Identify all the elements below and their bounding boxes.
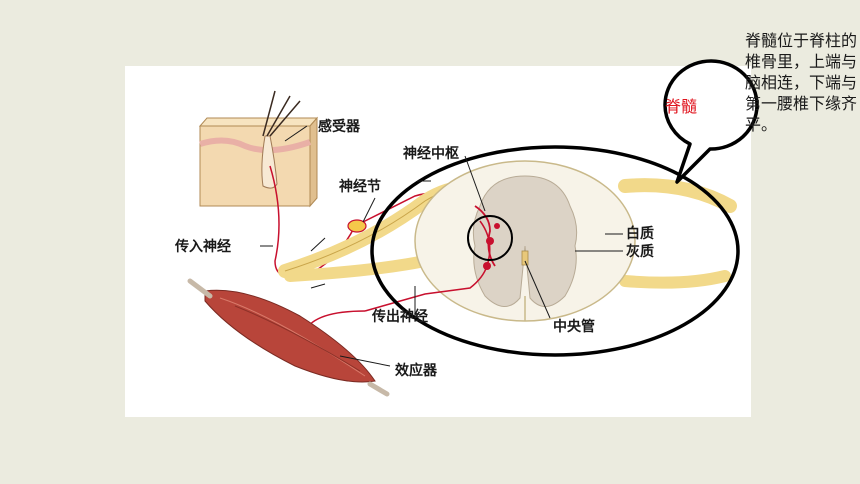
spinal-cord-description: 脊髓位于脊柱的椎骨里，上端与脑相连，下端与第一腰椎下缘齐平。	[745, 31, 858, 134]
reflex-arc-diagram: 感受器 神经中枢 神经节 传入神经 传出神经 白质 灰质 中央管 效应器	[174, 90, 740, 397]
spinal-cord-cross-section	[364, 160, 636, 322]
label-efferent-nerve: 传出神经	[371, 308, 428, 325]
label-ganglion: 神经节	[339, 178, 381, 195]
label-nerve-center: 神经中枢	[403, 145, 459, 162]
callout-label: 脊髓	[665, 97, 697, 116]
nerve-center-circle	[467, 215, 513, 261]
skin-block	[198, 90, 319, 208]
spinal-cord-callout: 脊髓	[663, 59, 759, 184]
label-effector: 效应器	[395, 362, 438, 379]
spinal-cord-highlight-ellipse	[370, 145, 740, 357]
label-gray-matter: 灰质	[626, 243, 654, 260]
label-afferent-nerve: 传入神经	[174, 238, 231, 255]
muscle-effector	[187, 278, 390, 397]
leader-lines	[260, 125, 623, 367]
reflex-arc-figure: 感受器 神经中枢 神经节 传入神经 传出神经 白质 灰质 中央管 效应器	[125, 66, 751, 417]
label-white-matter: 白质	[626, 225, 654, 242]
label-central-canal: 中央管	[553, 318, 595, 335]
label-receptor: 感受器	[318, 118, 361, 135]
